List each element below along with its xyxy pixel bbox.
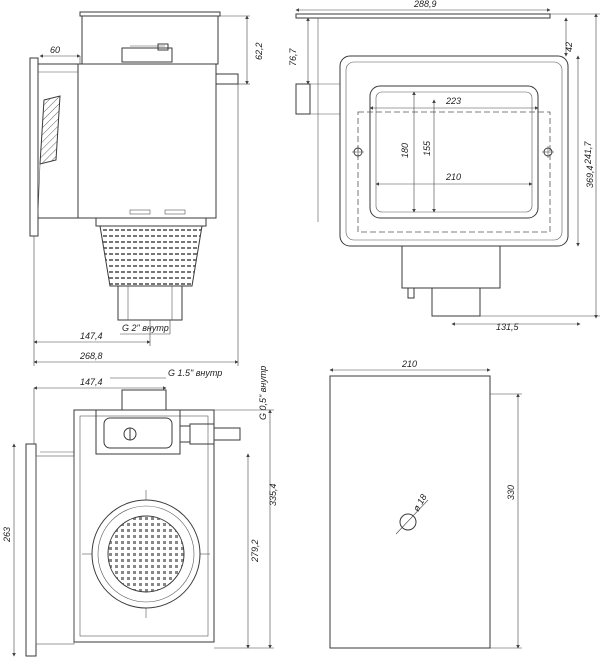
plan-view: 147,4 G 1.5" внутр G 0,5" внутр 335,4 26… bbox=[2, 366, 278, 657]
dim-60: 60 bbox=[50, 45, 60, 55]
float-valve bbox=[121, 47, 173, 63]
dim-180: 180 bbox=[400, 143, 410, 158]
dim-241-7: 241,7 bbox=[583, 140, 593, 165]
dim-42: 42 bbox=[564, 42, 574, 52]
weir-flap bbox=[39, 95, 61, 165]
dim-335-4: 335,4 bbox=[268, 483, 278, 506]
main-housing bbox=[77, 63, 217, 219]
lid-plate bbox=[79, 11, 221, 17]
dim-76-7: 76,7 bbox=[288, 47, 298, 66]
dim-131-5: 131,5 bbox=[496, 322, 520, 332]
side-nozzle bbox=[295, 83, 311, 115]
thread-g1-5: G 1.5" внутр bbox=[168, 368, 222, 378]
dim-155: 155 bbox=[422, 140, 432, 156]
basket-rim bbox=[95, 217, 207, 227]
thread-g2: G 2" внутр bbox=[122, 323, 169, 333]
mouth-opening bbox=[369, 85, 539, 219]
top-plate bbox=[295, 13, 551, 19]
grate-holes bbox=[107, 515, 185, 593]
upper-housing bbox=[81, 15, 219, 65]
front-outlet bbox=[431, 287, 481, 317]
lid-plate bbox=[329, 375, 491, 649]
dim-263: 263 bbox=[2, 527, 12, 543]
dim-147-4-plan: 147,4 bbox=[80, 377, 103, 387]
dim-369-4: 369,4 bbox=[585, 165, 595, 188]
dim-279-2: 279,2 bbox=[250, 539, 260, 563]
dim-147-4: 147,4 bbox=[80, 331, 103, 341]
plan-flange bbox=[25, 443, 37, 657]
lid-hole bbox=[399, 513, 417, 531]
body-outline-hidden bbox=[357, 111, 551, 233]
hole-dia: ø 18 bbox=[411, 492, 429, 513]
dim-62-2: 62,2 bbox=[254, 42, 264, 60]
side-fitting bbox=[189, 423, 215, 445]
skimmer-basket bbox=[99, 225, 203, 287]
dim-210-front: 210 bbox=[445, 172, 461, 182]
outlet-pipe bbox=[117, 285, 183, 321]
dim-210-lid: 210 bbox=[401, 359, 417, 369]
dim-330: 330 bbox=[506, 485, 516, 500]
front-view: 288,9 76,7 42 223 180 155 210 241,7 369,… bbox=[288, 0, 600, 332]
lower-body bbox=[401, 245, 501, 289]
dim-223: 223 bbox=[445, 96, 461, 106]
side-connection bbox=[215, 73, 239, 85]
side-section-view: 60 62,2 147,4 268,8 G 2" внутр bbox=[29, 11, 264, 366]
thread-g0-5: G 0,5" внутр bbox=[258, 366, 268, 420]
float-valve-plan bbox=[103, 417, 173, 449]
dim-288-9: 288,9 bbox=[413, 0, 437, 9]
lid-view: 210 330 ø 18 bbox=[329, 359, 522, 649]
main-inlet bbox=[121, 389, 167, 411]
dim-268-8: 268,8 bbox=[79, 351, 103, 361]
front-flange bbox=[29, 57, 39, 237]
